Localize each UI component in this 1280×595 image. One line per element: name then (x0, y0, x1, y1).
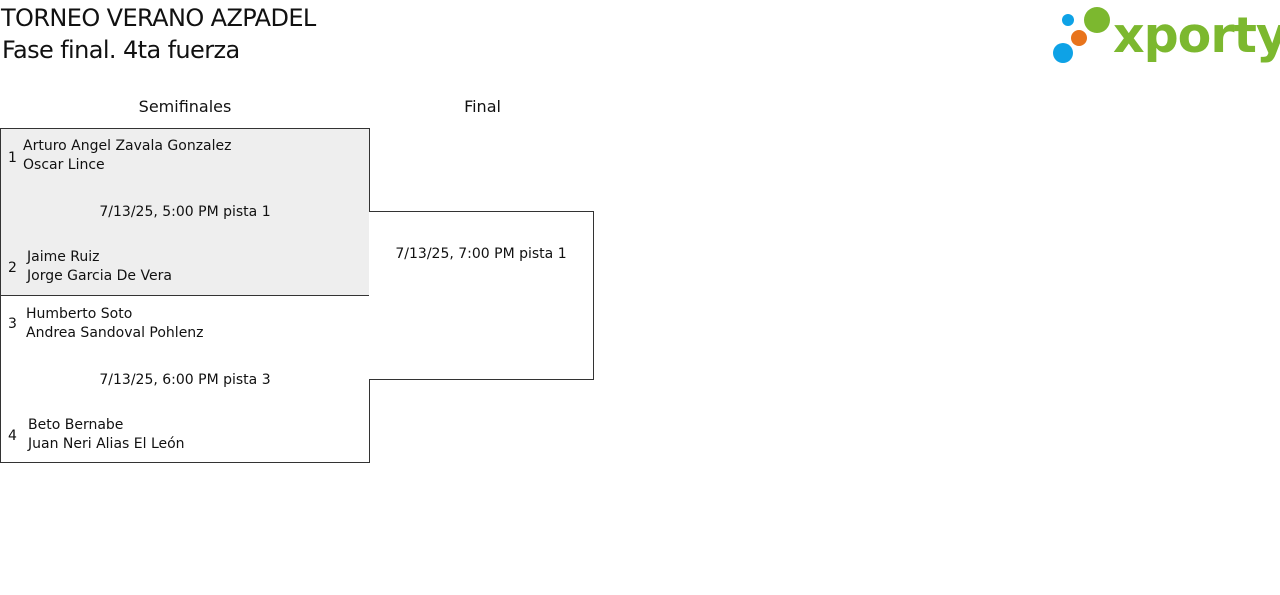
team-seed: 4 (8, 428, 17, 444)
team-seed: 1 (8, 150, 17, 166)
match-schedule: 7/13/25, 6:00 PM pista 3 (99, 372, 271, 388)
round-heading-semifinals: Semifinales (138, 97, 232, 116)
player-name: Andrea Sandoval Pohlenz (26, 325, 204, 341)
logo-dots-icon (1053, 7, 1110, 63)
team-entry: Arturo Angel Zavala Gonzalez Oscar Lince (23, 137, 231, 175)
final-match: 7/13/25, 7:00 PM pista 1 (369, 211, 594, 380)
player-name: Juan Neri Alias El León (28, 436, 185, 452)
xporty-logo: xporty (1050, 3, 1280, 67)
page-title: TORNEO VERANO AZPADEL (1, 4, 316, 32)
player-name: Humberto Soto (26, 306, 133, 322)
match-schedule: 7/13/25, 5:00 PM pista 1 (99, 204, 271, 220)
page-subtitle: Fase final. 4ta fuerza (2, 36, 240, 64)
team-entry: Jaime Ruiz Jorge Garcia De Vera (27, 248, 172, 286)
logo-wordmark: xporty (1113, 7, 1280, 64)
player-name: Jaime Ruiz (27, 249, 100, 265)
player-name: Jorge Garcia De Vera (27, 268, 172, 284)
semifinal-match-2: 3 Humberto Soto Andrea Sandoval Pohlenz … (0, 295, 370, 463)
final-schedule: 7/13/25, 7:00 PM pista 1 (395, 246, 567, 262)
player-name: Arturo Angel Zavala Gonzalez (23, 138, 232, 154)
team-entry: Humberto Soto Andrea Sandoval Pohlenz (26, 305, 204, 343)
team-entry: Beto Bernabe Juan Neri Alias El León (28, 416, 185, 454)
semifinal-match-1: 1 Arturo Angel Zavala Gonzalez Oscar Lin… (0, 128, 370, 296)
round-heading-final: Final (464, 97, 501, 116)
player-name: Oscar Lince (23, 157, 105, 173)
team-seed: 3 (8, 316, 17, 332)
player-name: Beto Bernabe (28, 417, 124, 433)
team-seed: 2 (8, 260, 17, 276)
